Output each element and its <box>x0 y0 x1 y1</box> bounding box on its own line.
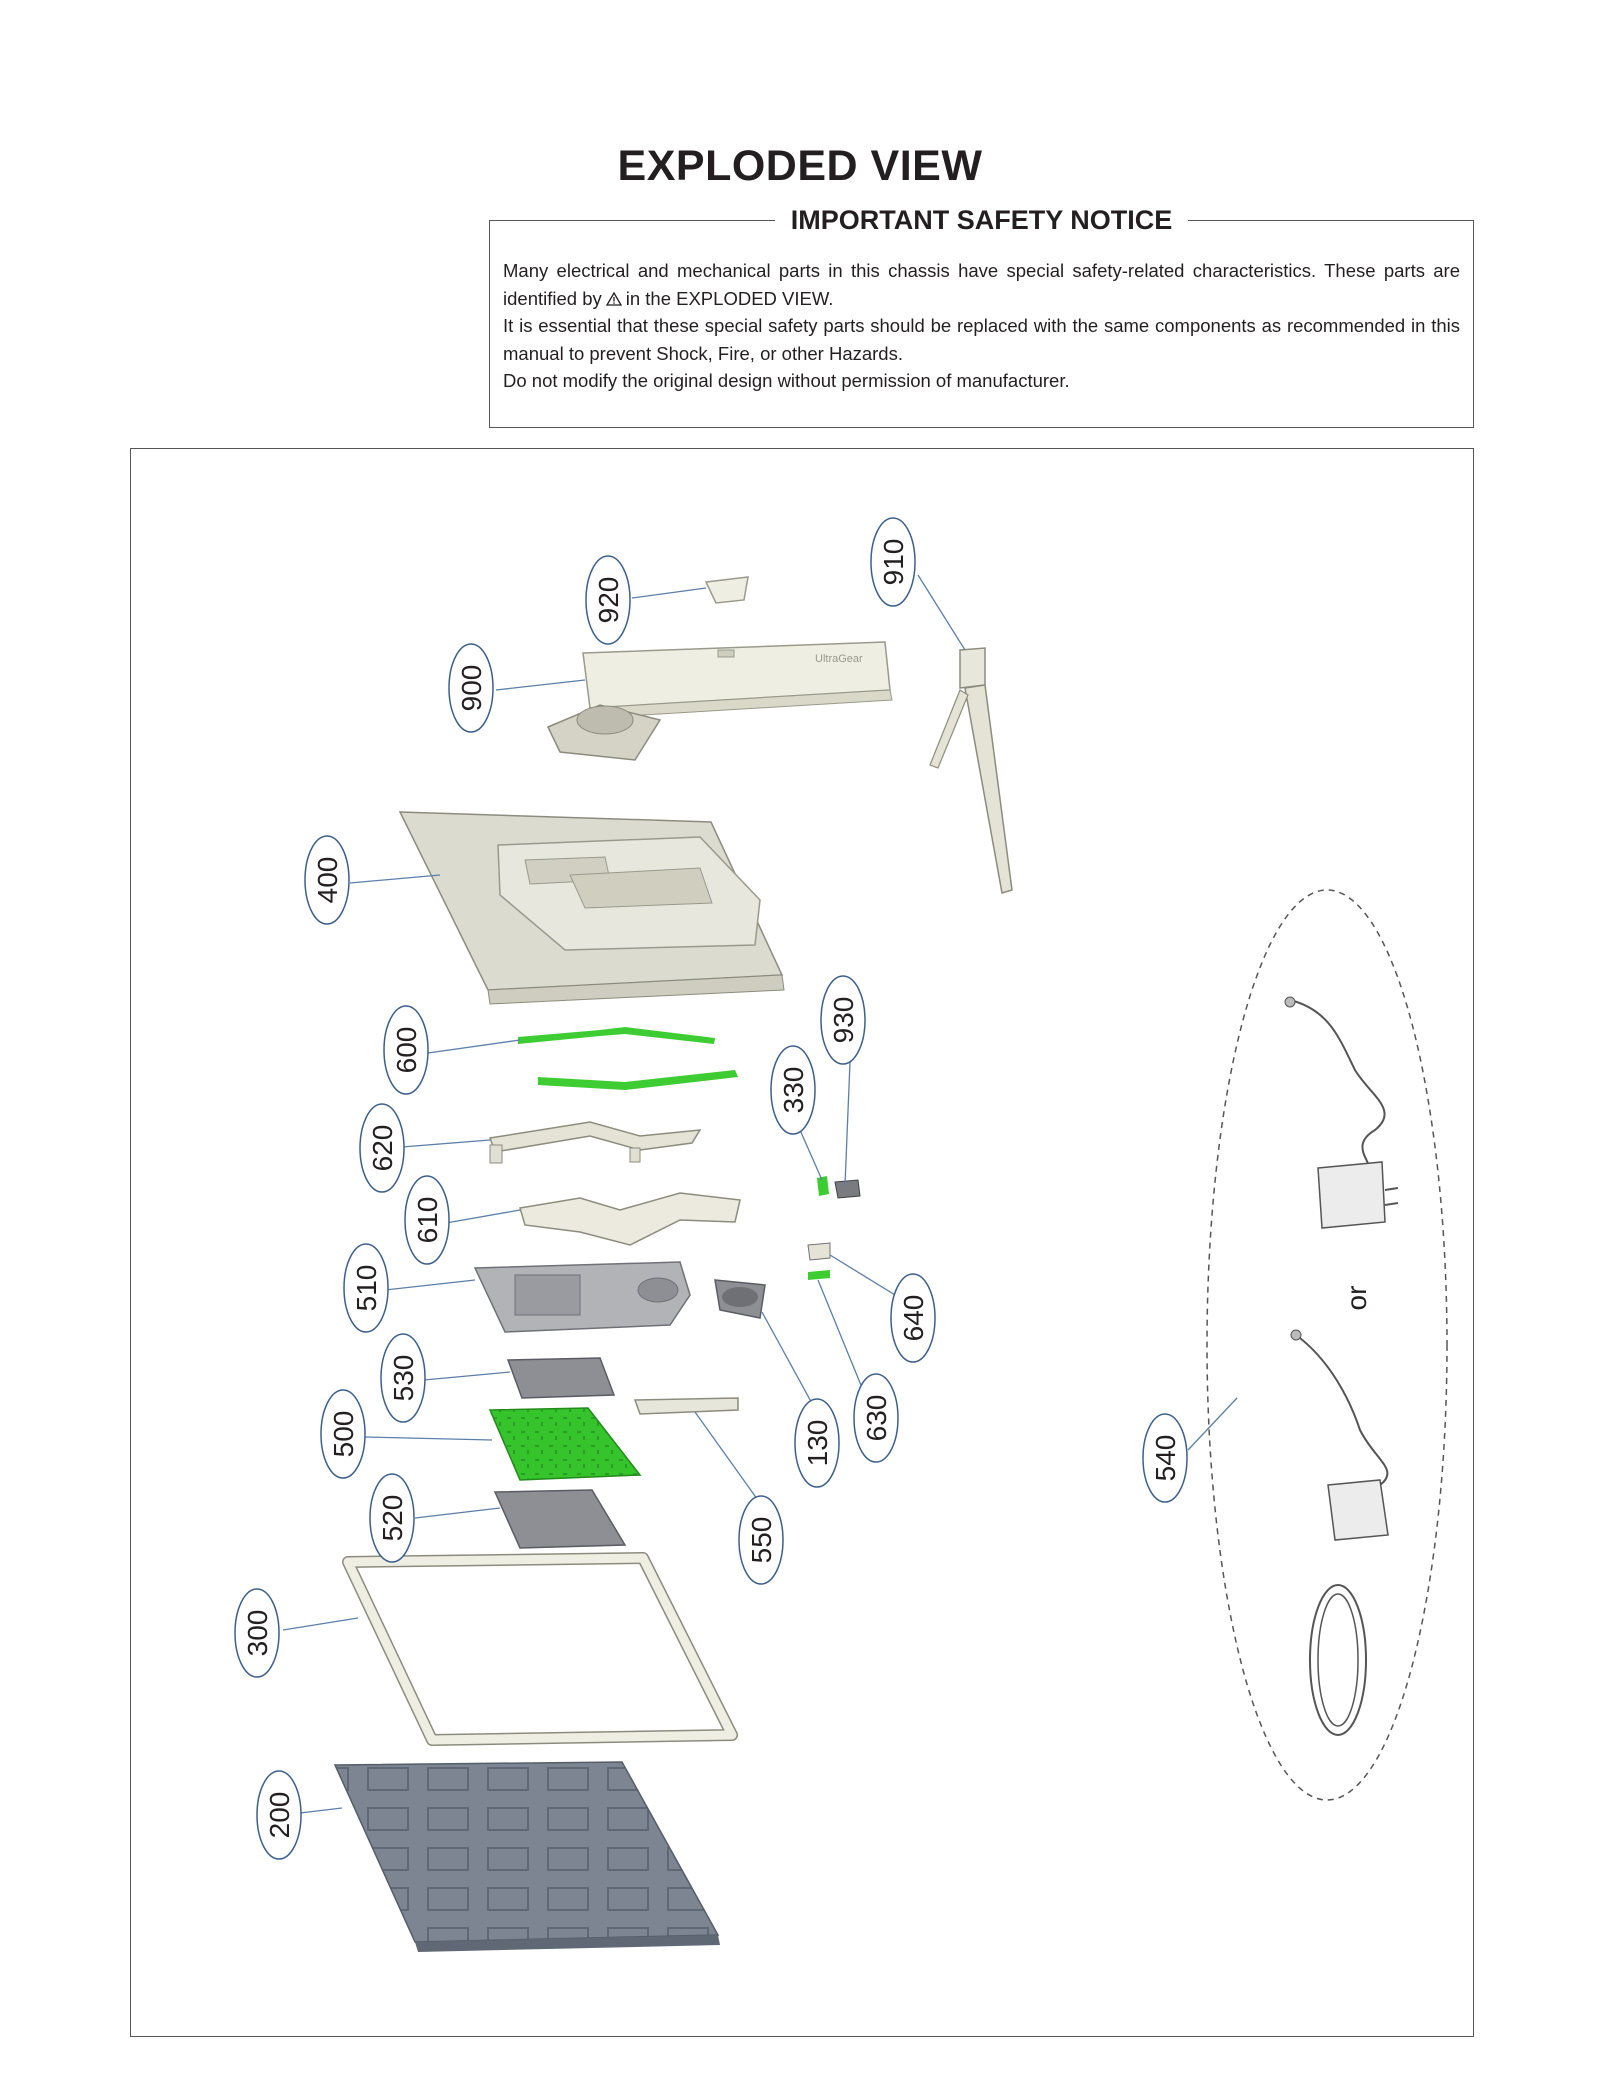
callout-910: 910 <box>870 517 916 607</box>
callout-930-label: 930 <box>828 997 859 1044</box>
part-200-lcd-panel <box>333 1761 720 1952</box>
part-920-cover <box>704 576 749 604</box>
safety-notice-box: IMPORTANT SAFETY NOTICE Many electrical … <box>489 205 1474 428</box>
part-930-connector <box>834 1179 861 1199</box>
callout-300: 300 <box>234 1588 280 1678</box>
callout-930: 930 <box>820 975 866 1065</box>
callout-610-label: 610 <box>412 1197 443 1244</box>
callout-530-label: 530 <box>388 1355 419 1402</box>
callout-640-label: 640 <box>898 1295 929 1342</box>
warning-triangle-icon <box>605 291 622 306</box>
part-900-stand-body: UltraGear <box>546 641 893 761</box>
part-520-bottom-shield <box>493 1489 627 1549</box>
callout-600: 600 <box>383 1005 429 1095</box>
exploded-view-frame <box>130 448 1474 2037</box>
safety-notice-heading: IMPORTANT SAFETY NOTICE <box>774 205 1189 235</box>
adapter-or-label: or <box>1341 1286 1372 1311</box>
safety-notice-body: Many electrical and mechanical parts in … <box>503 257 1460 395</box>
callout-630: 630 <box>853 1373 899 1463</box>
callout-550-label: 550 <box>746 1517 777 1564</box>
callout-540-label: 540 <box>1150 1435 1181 1482</box>
part-130-speaker <box>714 1279 766 1319</box>
callout-130: 130 <box>794 1398 840 1488</box>
adapter-type-a <box>1284 996 1399 1229</box>
callout-910-label: 910 <box>878 539 909 586</box>
part-510-main-frame <box>473 1261 691 1333</box>
part-330-clip <box>817 1176 829 1196</box>
callout-900: 900 <box>448 643 494 733</box>
part-550-bar <box>633 1397 739 1415</box>
part-610-cover <box>519 1192 741 1246</box>
callout-130-label: 130 <box>802 1420 833 1467</box>
notice-line-3: Do not modify the original design withou… <box>503 370 1070 391</box>
part-630-green-part <box>808 1270 830 1280</box>
callout-300-label: 300 <box>242 1610 273 1657</box>
callout-400: 400 <box>304 835 350 925</box>
callout-630-label: 630 <box>861 1395 892 1442</box>
notice-line-1: Many electrical and mechanical parts in … <box>503 260 1460 309</box>
callout-520-label: 520 <box>377 1495 408 1542</box>
part-640-jack <box>807 1242 831 1261</box>
callout-510-label: 510 <box>351 1265 382 1312</box>
callout-920: 920 <box>585 555 631 645</box>
callout-540: 540 <box>1142 1413 1188 1503</box>
callout-200-label: 200 <box>264 1792 295 1839</box>
page-title: EXPLODED VIEW <box>617 142 983 190</box>
part-300-middle-frame <box>342 1552 738 1746</box>
callout-610: 610 <box>404 1175 450 1265</box>
callout-330-label: 330 <box>778 1067 809 1114</box>
callout-550: 550 <box>738 1495 784 1585</box>
part-400-back-cover <box>398 811 785 1005</box>
callout-600-label: 600 <box>391 1027 422 1074</box>
callout-640: 640 <box>890 1273 936 1363</box>
part-500-main-pcb <box>488 1407 642 1481</box>
callout-330: 330 <box>770 1045 816 1135</box>
part-540-adapter-group: or <box>1206 889 1448 1801</box>
stand-brand-label: UltraGear <box>815 653 863 665</box>
callout-900-label: 900 <box>456 665 487 712</box>
callout-500: 500 <box>320 1389 366 1479</box>
callout-920-label: 920 <box>593 577 624 624</box>
callout-500-label: 500 <box>328 1411 359 1458</box>
callout-530: 530 <box>380 1333 426 1423</box>
callout-400-label: 400 <box>312 857 343 904</box>
callout-200: 200 <box>256 1770 302 1860</box>
callout-620-label: 620 <box>367 1125 398 1172</box>
adapter-type-b <box>1290 1329 1389 1736</box>
callout-labels: 920 910 900 400 600 930 330 620 610 510 640 530 130 6… <box>234 517 1188 1860</box>
callout-520: 520 <box>369 1473 415 1563</box>
part-620-bracket <box>488 1121 702 1164</box>
callout-620: 620 <box>359 1103 405 1193</box>
part-910-stand-leg <box>929 647 1013 894</box>
part-600-green-strips <box>518 1027 738 1090</box>
part-530-shield-plate <box>506 1357 616 1399</box>
callout-510: 510 <box>343 1243 389 1333</box>
notice-line-2: It is essential that these special safet… <box>503 315 1460 364</box>
